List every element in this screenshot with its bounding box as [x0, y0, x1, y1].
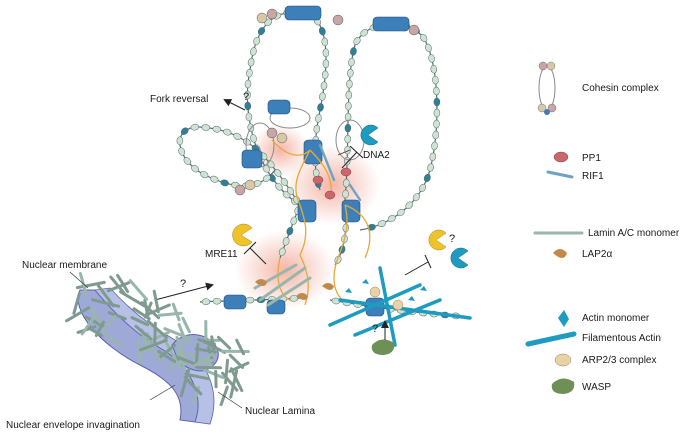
nucleosome-bead [427, 163, 435, 172]
nucleosome-bead [433, 120, 439, 128]
question-mark-fork-reversal: ? [243, 91, 249, 103]
label-nuclear-envelope-invagination: Nuclear envelope invagination [6, 420, 140, 431]
legend-cohesin-icon [538, 62, 556, 115]
legend-f-actin-icon [528, 334, 574, 344]
nucleosome-bead [321, 38, 328, 47]
legend-lap2a-icon [553, 249, 567, 258]
nucleosome-bead [202, 124, 211, 131]
legend-label-actin-monomer: Actin monomer [582, 313, 650, 324]
nucleosome-bead [431, 142, 438, 151]
nucleosome-bead [177, 137, 184, 145]
nucleosome-bead [423, 173, 432, 183]
question-mark-membrane: ? [180, 278, 186, 290]
nucleosome-bead [317, 103, 324, 112]
lamin-fibre [219, 337, 230, 348]
nucleosome-bead [245, 113, 252, 122]
nucleosome-bead [377, 219, 387, 228]
nucleosome-bead [177, 147, 186, 157]
nucleosome-bead [323, 49, 329, 57]
nucleosome-bead [345, 102, 351, 110]
legend-wasp-icon [552, 378, 575, 394]
nucleosome-bead [220, 179, 229, 187]
legend-actin-monomer-icon [558, 310, 569, 327]
nucleosome-bead [424, 43, 432, 53]
nucleosome-bead [257, 26, 266, 36]
nucleosome-bead [249, 47, 257, 56]
nucleosome-bead [190, 124, 199, 131]
label-mre11: MRE11 [205, 249, 238, 260]
nucleosome-bead [318, 26, 326, 35]
lamin-fibre [130, 281, 146, 300]
nucleosome-bead [323, 60, 329, 68]
nucleosome-bead [315, 114, 322, 123]
legend-label-arp23: ARP2/3 complex [582, 355, 656, 366]
nucleosome-bead [290, 216, 298, 226]
nucleosome-bead [432, 131, 439, 140]
legend-pp1-icon [554, 152, 568, 162]
legend: Cohesin complex PP1 RIF1 Lamin A/C monom… [528, 62, 680, 394]
nucleosome-bead [313, 125, 320, 134]
legend-label-lamin: Lamin A/C monomer [588, 228, 680, 239]
nucleosome-bead [246, 297, 254, 303]
lamin-fibre [226, 360, 228, 383]
nucleosome-bead [202, 299, 210, 305]
nucleosome-bead [346, 80, 353, 88]
nucleosome-bead [387, 214, 397, 223]
nucleosome-bead [252, 36, 261, 46]
nucleosome-bead [232, 132, 242, 141]
nucleosome-bead [345, 124, 351, 132]
nucleosome-bead [350, 47, 358, 56]
lamin-fibre [173, 304, 179, 320]
nucleosome-bead [245, 80, 252, 89]
question-mark-right: ? [449, 233, 455, 245]
nucleosome-bead [429, 152, 436, 161]
legend-label-lap2a: LAP2α [582, 249, 612, 260]
label-fork-reversal: Fork reversal [150, 94, 208, 105]
nucleosome-bead [199, 170, 209, 179]
label-nuclear-lamina: Nuclear Lamina [245, 406, 315, 417]
nucleosome-bead [347, 69, 354, 78]
nucleosome-bead [321, 81, 328, 90]
nucleosome-bead [209, 175, 219, 184]
legend-label-cohesin: Cohesin complex [582, 83, 659, 94]
nucleosome-bead [430, 65, 437, 74]
nucleosome-bead [432, 76, 439, 85]
nucleosome-bead [433, 87, 440, 95]
mre11-pacman [233, 224, 252, 246]
question-mark-wasp: ? [372, 323, 378, 335]
nucleosome-bead [428, 54, 436, 63]
lamin-fibre [230, 355, 242, 367]
legend-arp23-icon [555, 354, 571, 366]
legend-label-f-actin: Filamentous Actin [582, 333, 661, 344]
nucleosome-bead [343, 179, 349, 187]
nucleosome-bead [434, 98, 440, 106]
legend-rif1-icon [548, 172, 572, 177]
nucleosome-bead [212, 125, 221, 132]
nucleosome-bead [247, 58, 254, 67]
nucleosome-bead [352, 36, 361, 46]
nucleosome-bead [319, 92, 326, 101]
nucleosome-bead [322, 71, 329, 80]
nucleosome-bead [342, 190, 349, 198]
legend-label-rif1: RIF1 [582, 171, 604, 182]
nucleosome-bead [213, 298, 221, 304]
nucleosome-bead [434, 109, 440, 117]
legend-label-wasp: WASP [582, 382, 611, 393]
nucleosome-bead [246, 69, 253, 78]
nucleosome-bead [348, 58, 355, 67]
nucleosome-bead [345, 135, 351, 143]
label-dna2: DNA2 [363, 150, 390, 161]
dna2-pacman [361, 125, 378, 145]
wasp-blob [372, 339, 395, 355]
legend-label-pp1: PP1 [582, 153, 601, 164]
nucleosome-bead [223, 128, 232, 136]
lamin-fibre [212, 337, 214, 353]
nucleosome-bead [245, 102, 251, 110]
nucleosome-bead [346, 91, 352, 99]
label-nuclear-membrane: Nuclear membrane [22, 260, 107, 271]
lamin-fibre [183, 318, 190, 332]
nucleosome-bead [418, 183, 427, 193]
